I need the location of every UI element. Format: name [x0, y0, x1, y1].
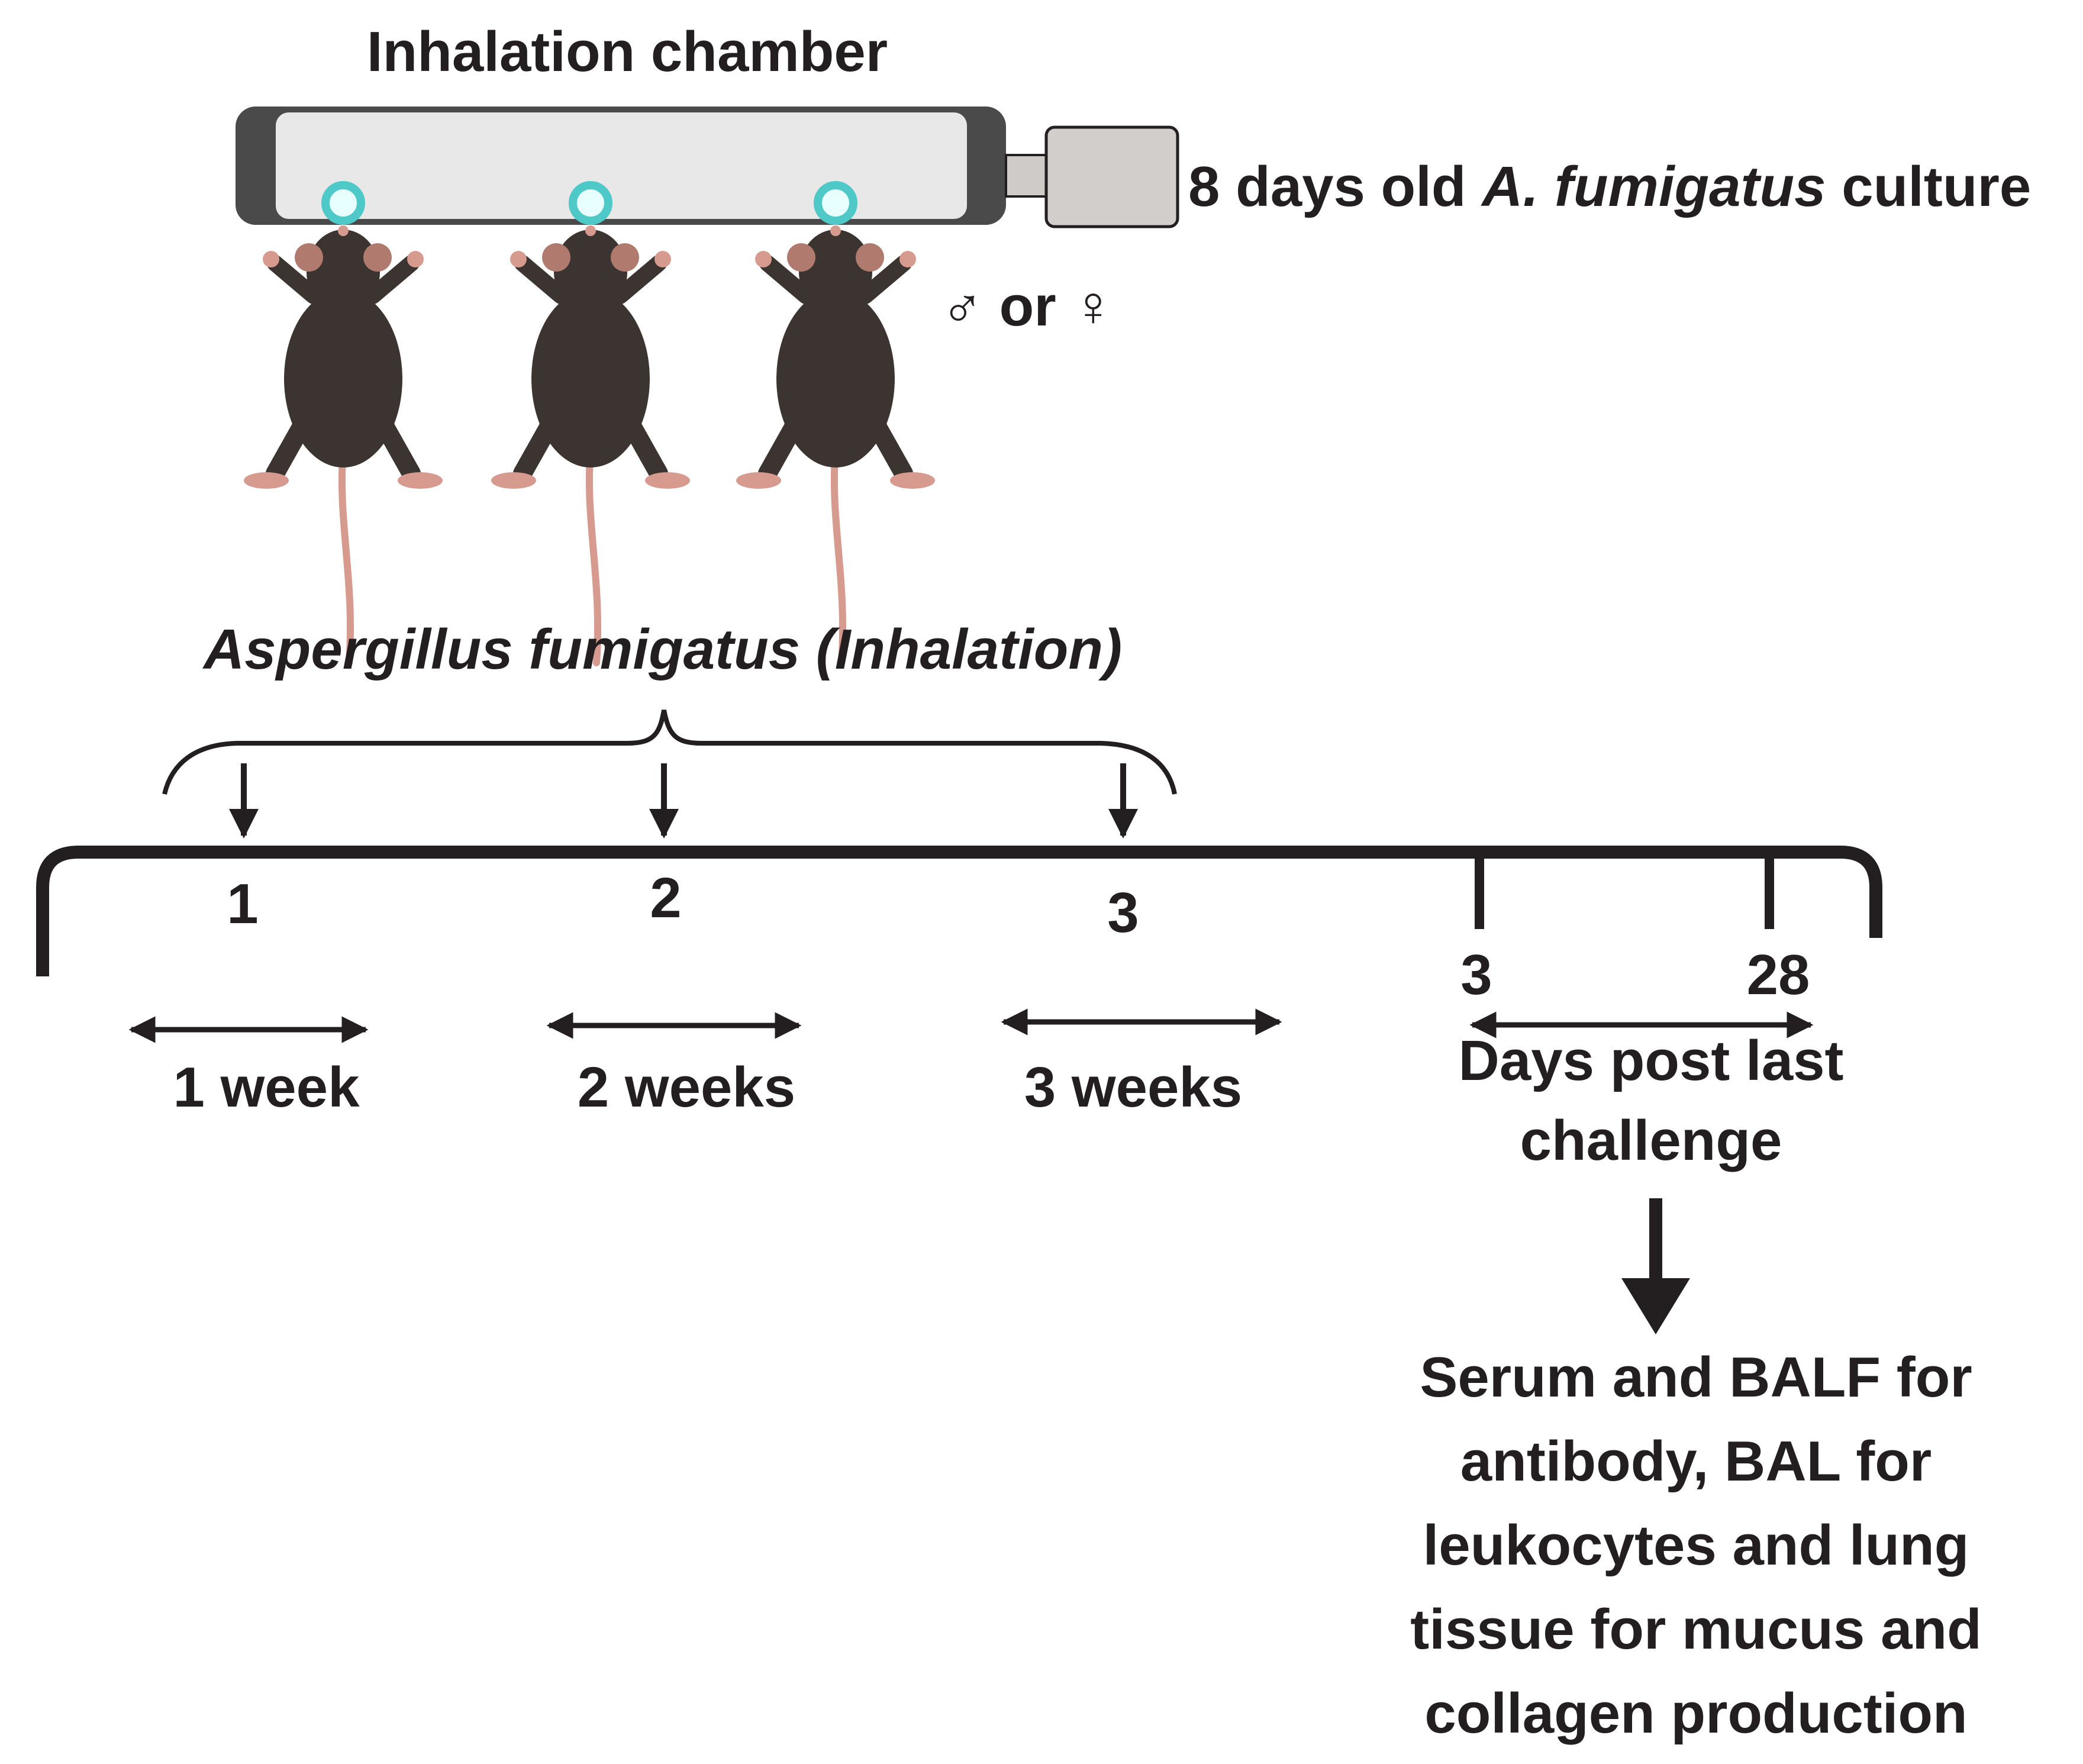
culture-species: A. fumigatus [1481, 155, 1826, 218]
mouse-icon [244, 225, 443, 663]
outcome-text: Serum and BALF for antibody, BAL for leu… [1410, 1346, 1982, 1745]
nose-port-icon [321, 181, 365, 225]
nose-port-icon [814, 181, 857, 225]
exposure-brace [162, 710, 1177, 795]
culture-suffix: culture [1826, 155, 2032, 218]
timeline-bar [36, 846, 1882, 976]
or-text: or [999, 275, 1056, 338]
outcome-arrow-icon [1621, 1198, 1690, 1334]
outcome-line: collagen production [1424, 1682, 1967, 1745]
post-period-label-line1: Days post last [1459, 1029, 1844, 1092]
mouse-icon [491, 225, 690, 663]
female-symbol-icon: ♀ [1072, 275, 1114, 338]
culture-label: 8 days old A. fumigatus culture [1188, 155, 2031, 218]
outcome-line: leukocytes and lung [1423, 1514, 1969, 1577]
challenge-number: 2 [650, 866, 681, 930]
mouse-icon [736, 225, 935, 663]
challenge-number: 3 [1107, 881, 1139, 944]
nose-port-icon [569, 181, 612, 225]
culture-prefix: 8 days old [1188, 155, 1482, 218]
interval-label: 3 weeks [1024, 1056, 1242, 1119]
male-symbol-icon: ♂ [941, 275, 984, 338]
challenge-number: 1 [227, 872, 258, 936]
interval-label: 1 week [173, 1056, 360, 1119]
inhalation-chamber [236, 107, 1179, 228]
sex-label: ♂ or ♀ [941, 275, 1114, 338]
outcome-line: Serum and BALF for [1420, 1346, 1972, 1409]
post-period-label-line2: challenge [1520, 1109, 1782, 1172]
chamber-title: Inhalation chamber [367, 20, 888, 83]
exposure-label: Aspergillus fumigatus (Inhalation) [202, 618, 1122, 681]
outcome-line: tissue for mucus and [1410, 1598, 1982, 1661]
post-day-label: 3 [1460, 943, 1492, 1007]
post-day-label: 28 [1747, 943, 1810, 1007]
outcome-line: antibody, BAL for [1460, 1430, 1932, 1493]
interval-label: 2 weeks [578, 1056, 795, 1119]
